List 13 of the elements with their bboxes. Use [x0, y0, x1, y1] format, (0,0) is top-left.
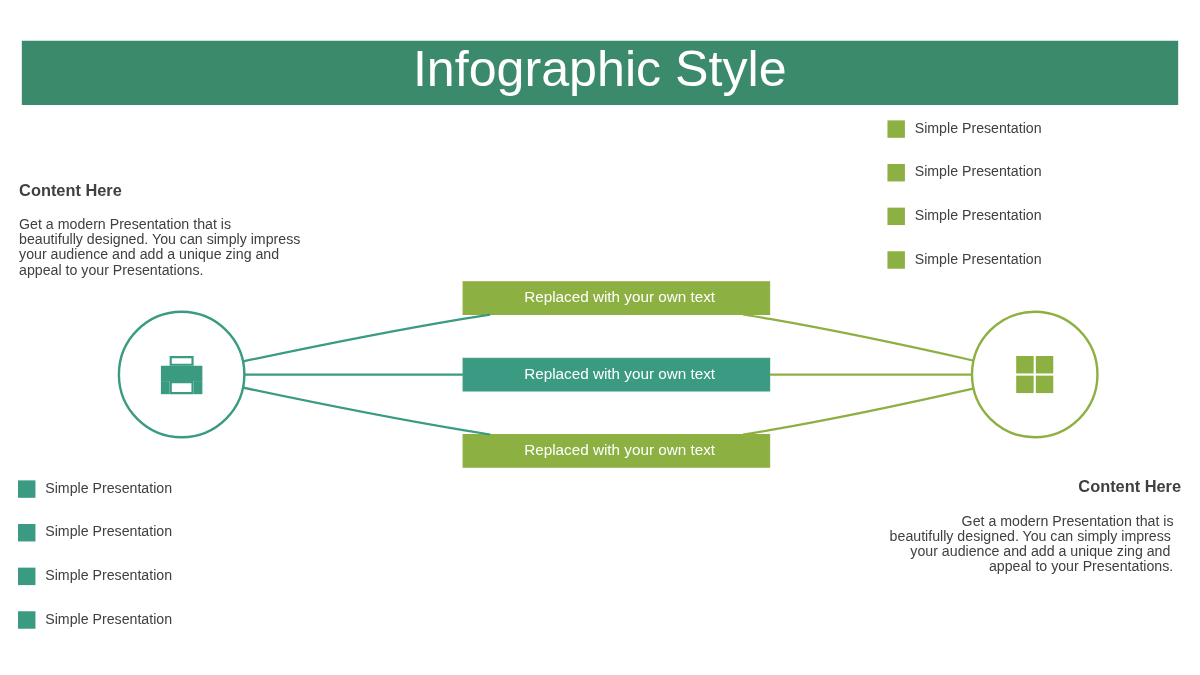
label: Simple Presentation [914, 119, 1042, 136]
label: Content Here [1078, 476, 1182, 495]
label: Content Here [19, 180, 122, 199]
label: Simple Presentation [45, 522, 173, 539]
diagram-title: Infographic Style [412, 40, 787, 97]
label: Simple Presentation [914, 250, 1042, 267]
label: Simple Presentation [45, 566, 173, 583]
label: Get a modern Presentation that is beautifully designed. You can simply impress your audience and add a unique zing and appeal to your Presentations. [19, 215, 301, 278]
label: Simple Presentation [45, 479, 173, 496]
label: Simple Presentation [45, 610, 173, 627]
label: Get a modern Presentation that is beautifully designed. You can simply impress your audience and add a unique zing and appeal to your Presentations. [889, 512, 1174, 574]
label: Simple Presentation [914, 162, 1042, 179]
label: Simple Presentation [914, 206, 1042, 223]
